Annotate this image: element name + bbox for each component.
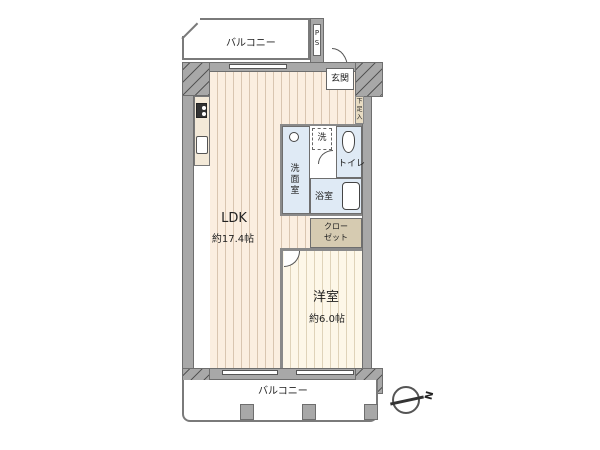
ps-label: PS (314, 29, 320, 47)
window-top (229, 64, 287, 69)
compass-north-label: N (423, 390, 437, 402)
wall-left (182, 62, 194, 382)
ldk-name: LDK (221, 211, 247, 226)
room-closet (310, 218, 362, 248)
stove-icon (196, 103, 207, 118)
closet-label-1: クロー (324, 222, 348, 231)
washer-space (312, 128, 332, 150)
balcony-south-pillar-1 (240, 404, 254, 420)
corner-hatch-tl (182, 62, 210, 96)
bath-label: 浴室 (314, 192, 333, 202)
toilet-label: トイレ (338, 159, 366, 169)
ldk-area: 約17.4帖 (211, 234, 255, 245)
toilet-icon (342, 131, 355, 153)
wall-right (362, 95, 372, 382)
window-bottom-right (296, 370, 354, 375)
shoe-box (355, 96, 364, 124)
balcony-south-pillar-3 (364, 404, 378, 420)
closet-label-2: ゼット (324, 233, 348, 242)
washroom-door[interactable] (318, 150, 333, 164)
washer-label: 洗 (317, 133, 327, 143)
wall-interior (280, 248, 283, 368)
room-ldk-mid (282, 214, 310, 248)
ps-inner (313, 24, 321, 56)
western-room-name: 洋室 (312, 290, 339, 305)
room-entrance (326, 68, 354, 90)
room-western (283, 251, 362, 368)
compass-icon (390, 386, 424, 414)
entrance-label: 玄関 (330, 74, 349, 84)
balcony-south-pillar-2 (302, 404, 316, 420)
washbasin-icon (289, 132, 299, 142)
shoe-box-label: 下足入 (356, 98, 363, 121)
balcony-south (182, 380, 378, 422)
balcony-north-corner (180, 16, 200, 36)
balcony-north (182, 18, 310, 60)
wall-interior-top (280, 248, 362, 251)
sink-icon (196, 136, 208, 154)
western-room-area: 約6.0帖 (309, 314, 345, 325)
balcony-south-label: バルコニー (258, 386, 308, 397)
bathtub-icon (342, 182, 360, 210)
balcony-north-label: バルコニー (226, 38, 276, 49)
window-bottom-left (222, 370, 278, 375)
washroom-label: 洗面室 (290, 164, 300, 196)
corner-hatch-tr (355, 62, 383, 97)
